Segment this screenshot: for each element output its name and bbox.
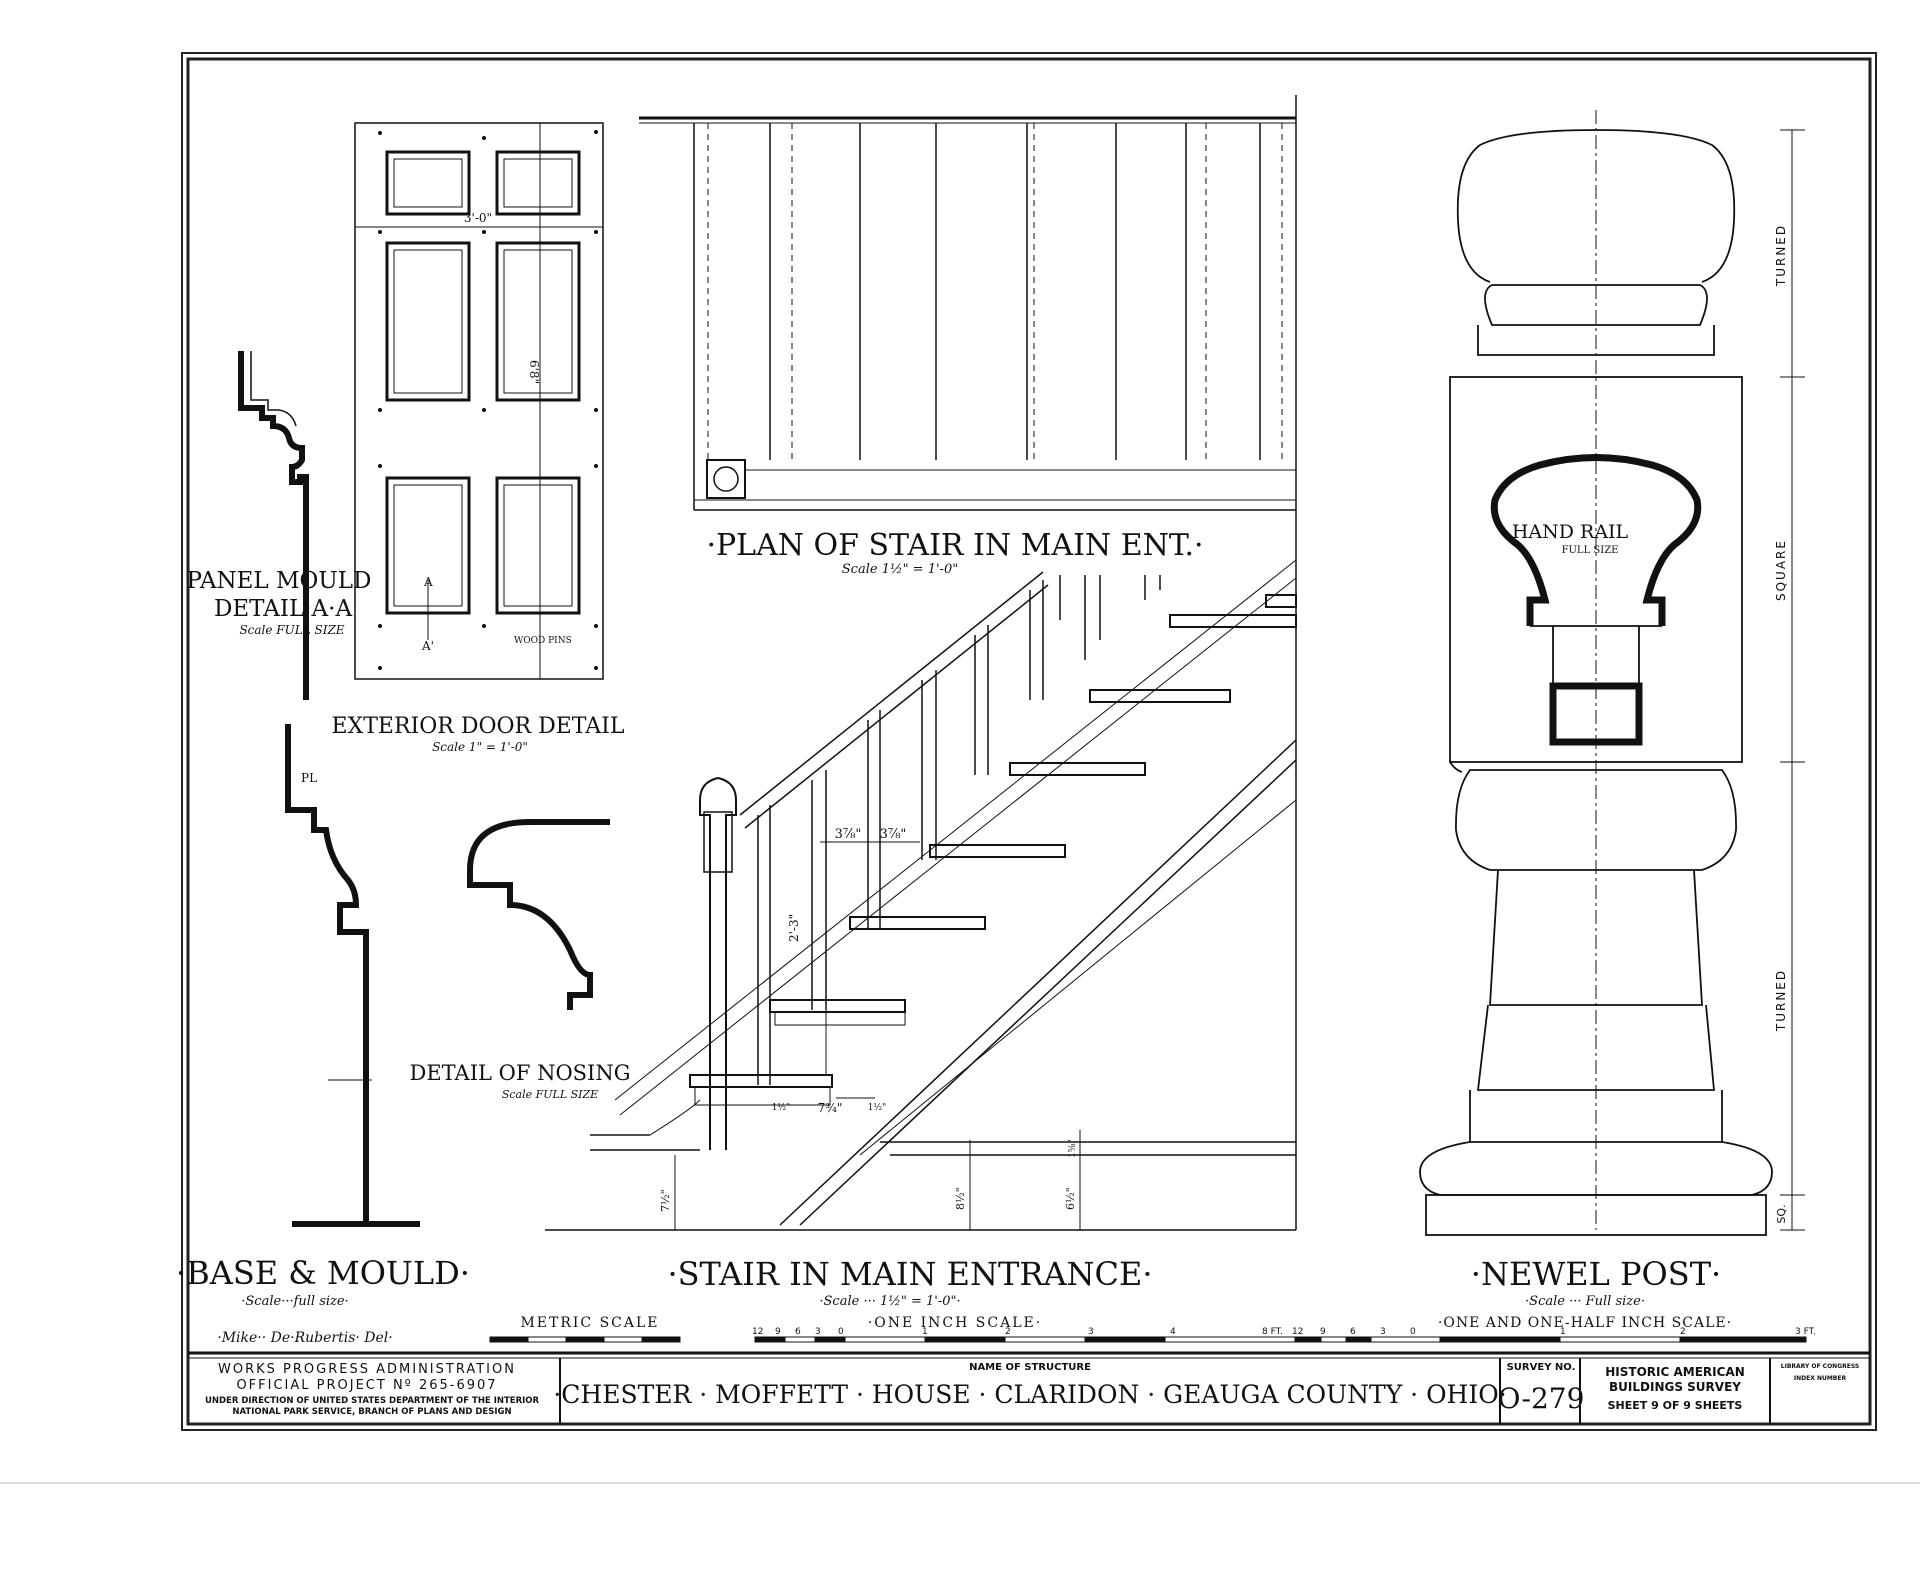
inch-half-tick: 3 — [1380, 1327, 1386, 1337]
handrail-scale: FULL SIZE — [1562, 545, 1619, 556]
dim-rail-height: 2'-3" — [787, 914, 801, 942]
section-mark-a: A — [423, 575, 433, 589]
inch-tick: 6 — [795, 1327, 801, 1337]
agency-line-4: NATIONAL PARK SERVICE, BRANCH OF PLANS A… — [232, 1407, 511, 1417]
inch-tick: 1 — [922, 1327, 928, 1337]
inch-half-tick: 12 — [1292, 1327, 1303, 1337]
base-mould-profile — [285, 724, 420, 1227]
stair-plan — [639, 95, 1297, 1230]
handrail-label: HAND RAIL — [1512, 521, 1629, 543]
dim-tread: 7¾" — [818, 1101, 843, 1115]
inch-scale-label: ·ONE INCH SCALE· — [868, 1315, 1042, 1331]
base-mould-scale: ·Scale···full size· — [241, 1294, 348, 1309]
agency-line-2: OFFICIAL PROJECT Nº 265-6907 — [236, 1378, 497, 1393]
habs-line-2: BUILDINGS SURVEY — [1609, 1380, 1741, 1394]
loc-line-1: LIBRARY OF CONGRESS — [1781, 1363, 1859, 1370]
nosing-profile — [467, 819, 610, 1010]
sheet-number: SHEET 9 OF 9 SHEETS — [1608, 1399, 1743, 1412]
panel-mould-scale: Scale FULL SIZE — [239, 623, 344, 637]
plan-scale: Scale 1½" = 1'-0" — [842, 562, 958, 577]
panel-mould-title-2: DETAIL·A·A — [214, 596, 353, 622]
inch-tick: 0 — [838, 1327, 844, 1337]
loc-line-2: INDEX NUMBER — [1794, 1375, 1847, 1382]
dim-nosing-a: 1½" — [772, 1102, 791, 1113]
inch-scale-bar — [754, 1336, 1296, 1343]
dim-baluster-a: 3⅞" — [835, 827, 862, 842]
section-mark-a-prime: A' — [421, 639, 434, 653]
inch-tick: 9 — [775, 1327, 781, 1337]
inch-tick: 3 — [1088, 1327, 1094, 1337]
inch-half-tick: 0 — [1410, 1327, 1416, 1337]
door-width-dim: 3'-0" — [464, 211, 492, 225]
panel-mould-title-1: PANEL MOULD — [187, 568, 372, 594]
stair-title: ·STAIR IN MAIN ENTRANCE· — [667, 1255, 1152, 1293]
inch-half-scale-label: ·ONE AND ONE-HALF INCH SCALE· — [1438, 1315, 1732, 1331]
inch-tick: 8 FT. — [1262, 1327, 1283, 1337]
inch-half-tick: 3 FT. — [1795, 1327, 1816, 1337]
door-title: EXTERIOR DOOR DETAIL — [332, 714, 625, 739]
panel-mould-profile — [238, 351, 309, 700]
title-block — [188, 1351, 1870, 1424]
newel-sq: SQ. — [1775, 1204, 1788, 1223]
inner-border — [186, 57, 1872, 1426]
dim-baluster-b: 3⅞" — [880, 827, 907, 842]
wood-pins-note: WOOD PINS — [514, 636, 572, 646]
inch-tick: 3 — [815, 1327, 821, 1337]
stair-elevation — [545, 559, 1297, 1231]
nosing-scale: Scale FULL SIZE — [502, 1088, 598, 1101]
inch-half-tick: 1 — [1560, 1327, 1566, 1337]
agency-line-1: WORKS PROGRESS ADMINISTRATION — [218, 1362, 516, 1377]
inch-tick: 4 — [1170, 1327, 1176, 1337]
inch-half-tick: 2 — [1680, 1327, 1686, 1337]
inch-half-scale-ticks: 12 9 6 3 0 1 2 3 FT. — [1292, 1327, 1816, 1337]
dim-cap: 1⅝" — [1068, 1139, 1078, 1158]
metric-scale-bar — [489, 1336, 681, 1343]
newel-turned-top: TURNED — [1774, 224, 1788, 287]
metric-scale-label: METRIC SCALE — [520, 1315, 659, 1331]
stair-scale: ·Scale ··· 1½" = 1'-0"· — [819, 1294, 960, 1309]
outer-border — [181, 52, 1877, 1431]
habs-line-1: HISTORIC AMERICAN — [1605, 1365, 1745, 1379]
dim-base: 7½" — [659, 1189, 672, 1212]
dim-string: 8½" — [954, 1187, 967, 1210]
base-mould-title: ·BASE & MOULD· — [176, 1254, 470, 1292]
inch-tick: 2 — [1005, 1327, 1011, 1337]
base-pl-label: PL — [301, 771, 317, 785]
inch-tick: 12 — [752, 1327, 763, 1337]
newel-square: SQUARE — [1774, 539, 1788, 601]
door-scale: Scale 1" = 1'-0" — [432, 740, 528, 754]
delineator-signature: ·Mike·· De·Rubertis· Del· — [217, 1330, 392, 1346]
dim-nosing-b: 1½" — [868, 1102, 887, 1113]
inch-half-tick: 9 — [1320, 1327, 1326, 1337]
inch-scale-ticks: 12 9 6 3 0 1 2 3 4 8 FT. — [752, 1327, 1283, 1337]
newel-title: ·NEWEL POST· — [1471, 1255, 1721, 1293]
structure-name: ·CHESTER · MOFFETT · HOUSE · CLARIDON · … — [553, 1380, 1506, 1409]
newel-scale: ·Scale ··· Full size· — [1525, 1294, 1645, 1309]
newel-post — [1419, 110, 1805, 1236]
survey-no: O-279 — [1498, 1382, 1585, 1415]
plan-title: ·PLAN OF STAIR IN MAIN ENT.· — [706, 528, 1203, 563]
structure-name-label: NAME OF STRUCTURE — [969, 1362, 1091, 1373]
survey-no-label: SURVEY NO. — [1507, 1362, 1576, 1373]
dim-skirt: 6½" — [1064, 1187, 1077, 1210]
inch-half-scale-bar — [1295, 1336, 1807, 1343]
newel-turned-bottom: TURNED — [1774, 969, 1788, 1032]
agency-line-3: UNDER DIRECTION OF UNITED STATES DEPARTM… — [205, 1396, 540, 1406]
inch-half-tick: 6 — [1350, 1327, 1356, 1337]
door-height-dim: 6'8" — [527, 360, 541, 384]
nosing-title: DETAIL OF NOSING — [410, 1061, 631, 1085]
exterior-door — [354, 122, 604, 680]
